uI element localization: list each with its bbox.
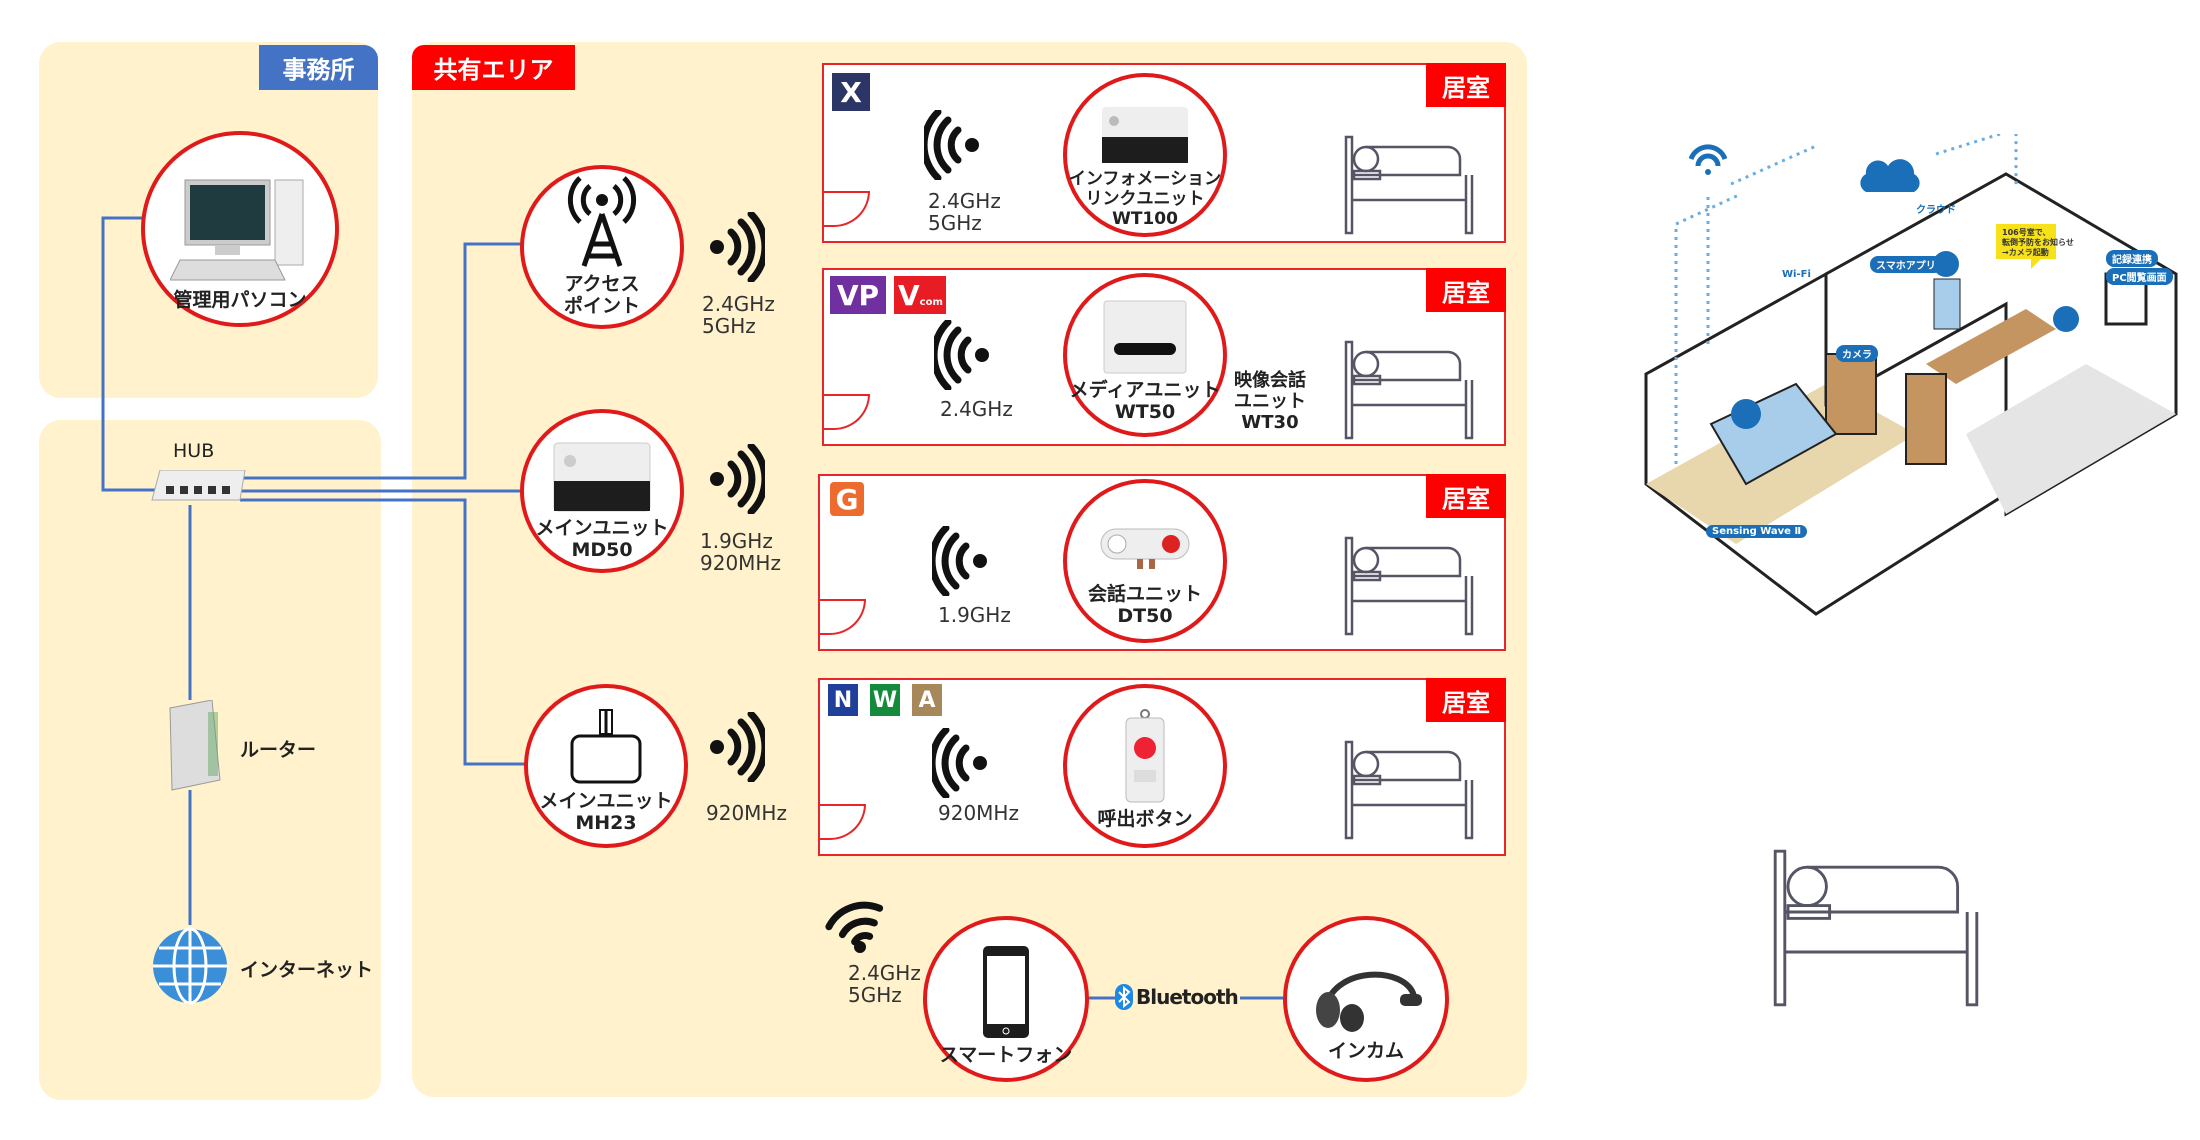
room-tag: 居室 [1426, 474, 1506, 518]
badge-a: A [912, 684, 942, 716]
smartphone-node: スマートフォン [923, 916, 1089, 1082]
smartphone-icon [983, 946, 1029, 1038]
md50-label-1: メインユニット [535, 517, 669, 539]
smartphone-app-label: スマホアプリ [1870, 256, 1942, 273]
record-link-label: 記録連携 [2106, 250, 2158, 267]
mh23-label-1: メインユニット [539, 790, 673, 812]
talk-unit-device-icon [1100, 528, 1190, 569]
door-icon [820, 804, 866, 840]
badge-vp: VP [830, 276, 886, 314]
signal-icon [710, 444, 765, 514]
room-tag: 居室 [1426, 63, 1506, 107]
door-icon [824, 191, 870, 227]
access-point-label-2: ポイント [563, 295, 640, 317]
bed-icon [1344, 740, 1474, 840]
router-icon [169, 700, 221, 791]
mh23-label-2: MH23 [575, 812, 637, 834]
main-unit-device-icon [553, 442, 651, 512]
call-button-node: 呼出ボタン [1063, 684, 1227, 848]
signal-icon [710, 212, 765, 282]
wifi-signal-icon [934, 320, 989, 390]
room-2-freq: 2.4GHz [940, 397, 1013, 421]
access-point-node: アクセス ポイント [520, 165, 684, 329]
door-icon [824, 394, 870, 430]
wifi-label: Wi-Fi [1782, 269, 1811, 280]
bed-icon [1344, 135, 1474, 235]
access-point-label-1: アクセス [564, 273, 640, 295]
bed-icon [1773, 849, 1979, 1007]
sensor-label: Sensing Wave Ⅱ [1706, 525, 1808, 538]
wifi-signal-icon [932, 526, 987, 596]
bed-icon [1344, 536, 1474, 636]
main-unit-mh23-node: メインユニット MH23 [524, 684, 688, 848]
headset-icon [1316, 971, 1422, 1032]
wifi-signal-icon [932, 728, 987, 798]
badge-n: N [828, 684, 858, 716]
md50-label-2: MD50 [571, 539, 633, 561]
pc-screen-label: PC閲覧画面 [2106, 268, 2173, 285]
main-unit-box-icon [570, 709, 642, 784]
hub-icon [151, 470, 246, 501]
main-unit-md50-node: メインユニット MD50 [520, 409, 684, 573]
desktop-pc-icon [170, 179, 304, 281]
badge-g: G [830, 482, 864, 516]
internet-label: インターネット [240, 959, 374, 981]
room-tag: 居室 [1426, 678, 1506, 722]
room-4-freq: 920MHz [938, 801, 1019, 825]
media-unit-device-icon [1103, 300, 1187, 374]
mh23-freq: 920MHz [706, 801, 787, 825]
call-button-device-icon [1125, 709, 1165, 803]
bed-icon [1344, 340, 1474, 440]
router-label: ルーター [240, 739, 317, 761]
camera-label: カメラ [1836, 345, 1878, 362]
hub-label: HUB [173, 440, 215, 462]
wifi-icon [825, 901, 884, 953]
antenna-tower-icon [567, 176, 637, 267]
admin-pc-label: 管理用パソコン [173, 289, 307, 311]
signal-icon [710, 712, 765, 782]
door-icon [820, 599, 866, 635]
room-3-freq: 1.9GHz [938, 603, 1011, 627]
care-facility-illustration [1644, 134, 2178, 616]
cloud-label: クラウド [1916, 205, 1956, 216]
office-tab: 事務所 [259, 45, 378, 90]
info-link-device-icon [1102, 107, 1188, 163]
room-tag: 居室 [1426, 268, 1506, 312]
wifi-signal-icon [924, 110, 979, 180]
badge-w: W [870, 684, 900, 716]
admin-pc-node: 管理用パソコン [141, 131, 339, 327]
globe-icon [153, 927, 227, 1005]
incam-node: インカム [1283, 916, 1449, 1082]
notification-bubble: 106号室で、転倒予防をお知らせ→カメラ起動 [2002, 228, 2074, 257]
badge-x: X [832, 73, 870, 111]
shared-area-tab: 共有エリア [412, 45, 575, 90]
bluetooth-icon [1115, 984, 1133, 1010]
bluetooth-label: Bluetooth [1115, 984, 1239, 1010]
